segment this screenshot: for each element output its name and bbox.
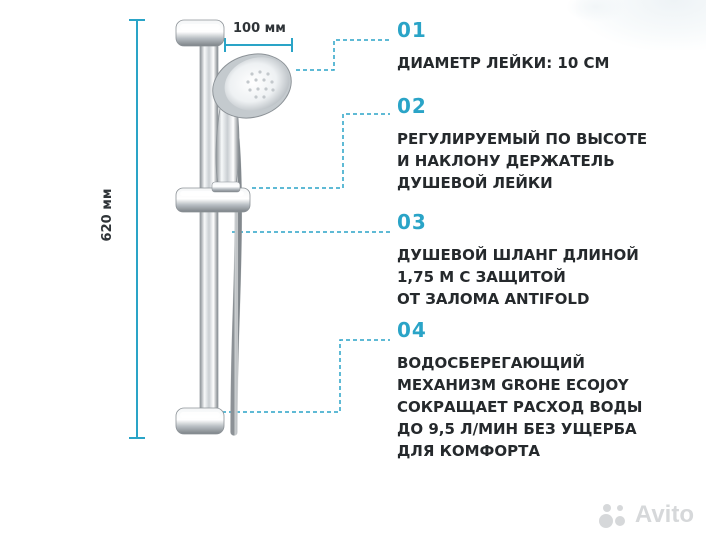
shower-head bbox=[212, 53, 292, 185]
water-splash-decoration-small bbox=[566, 0, 626, 22]
feature-text: РЕГУЛИРУЕМЫЙ ПО ВЫСОТЕ И НАКЛОНУ ДЕРЖАТЕ… bbox=[397, 130, 648, 192]
feature-02: 02 РЕГУЛИРУЕМЫЙ ПО ВЫСОТЕ И НАКЛОНУ ДЕРЖ… bbox=[397, 94, 647, 194]
avito-watermark: Avito bbox=[597, 500, 694, 530]
feature-01: 01 ДИАМЕТР ЛЕЙКИ: 10 СМ bbox=[397, 18, 609, 74]
avito-wordmark: Avito bbox=[634, 501, 694, 528]
head-diameter-dimension-line bbox=[224, 38, 293, 52]
feature-text: ДУШЕВОЙ ШЛАНГ ДЛИНОЙ 1,75 М С ЗАЩИТОЙ ОТ… bbox=[397, 246, 639, 308]
leader-line-01 bbox=[296, 39, 390, 71]
feature-text: ДИАМЕТР ЛЕЙКИ: 10 СМ bbox=[397, 54, 610, 72]
feature-03: 03 ДУШЕВОЙ ШЛАНГ ДЛИНОЙ 1,75 М С ЗАЩИТОЙ… bbox=[397, 210, 639, 310]
feature-04: 04 ВОДОСБЕРЕГАЮЩИЙ МЕХАНИЗМ GROHE ECOJOY… bbox=[397, 318, 642, 462]
bottom-wall-bracket bbox=[175, 407, 225, 435]
leader-lines bbox=[222, 39, 390, 413]
feature-text: ВОДОСБЕРЕГАЮЩИЙ МЕХАНИЗМ GROHE ECOJOY СО… bbox=[397, 354, 643, 460]
leader-line-02 bbox=[252, 113, 390, 189]
feature-number: 03 bbox=[397, 210, 427, 234]
head-diameter-label: 100 мм bbox=[233, 21, 286, 36]
leader-line-04 bbox=[222, 339, 390, 413]
sliding-holder bbox=[175, 181, 251, 213]
rail-length-dimension-line bbox=[129, 19, 145, 439]
rail-length-label: 620 мм bbox=[100, 188, 115, 242]
avito-dots-icon bbox=[597, 500, 631, 530]
feature-number: 02 bbox=[397, 94, 427, 118]
feature-number: 04 bbox=[397, 318, 427, 342]
feature-number: 01 bbox=[397, 18, 427, 42]
top-wall-bracket bbox=[175, 19, 225, 47]
